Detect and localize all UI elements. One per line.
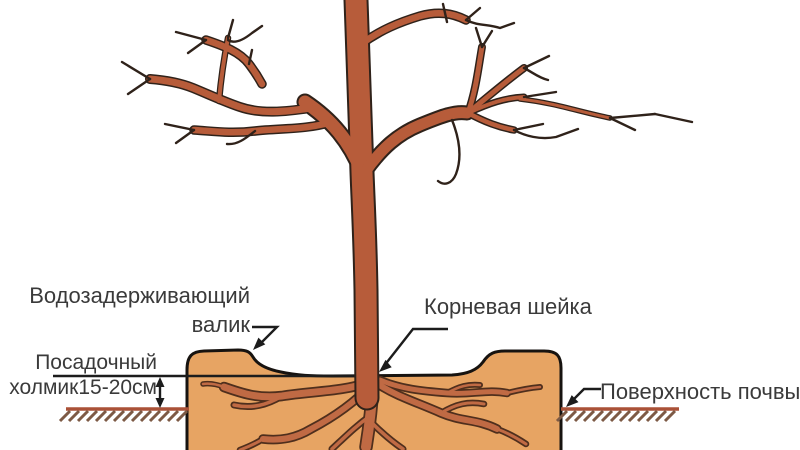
leader-root-collar: [379, 327, 448, 372]
leader-soil-surface: [566, 387, 601, 407]
label-planting-mound-line2: холмик15-20см: [9, 376, 157, 399]
twig-tips: [120, 2, 694, 185]
height-arrow: [155, 377, 165, 408]
label-water-ridge: Водозадерживающий валик: [29, 281, 250, 339]
label-water-ridge-line1: Водозадерживающий: [29, 283, 250, 308]
label-planting-mound-line1: Посадочный: [35, 351, 157, 374]
label-planting-mound: Посадочный холмик15-20см: [9, 350, 157, 400]
label-soil-surface: Поверхность почвы: [600, 379, 800, 404]
ground-surface-left: [58, 407, 189, 423]
leader-water-ridge: [252, 325, 280, 350]
label-water-ridge-line2: валик: [191, 312, 250, 337]
label-root-collar: Корневая шейка: [424, 294, 592, 319]
tree-sapling: [120, 0, 694, 398]
ground-surface-right: [555, 407, 679, 423]
